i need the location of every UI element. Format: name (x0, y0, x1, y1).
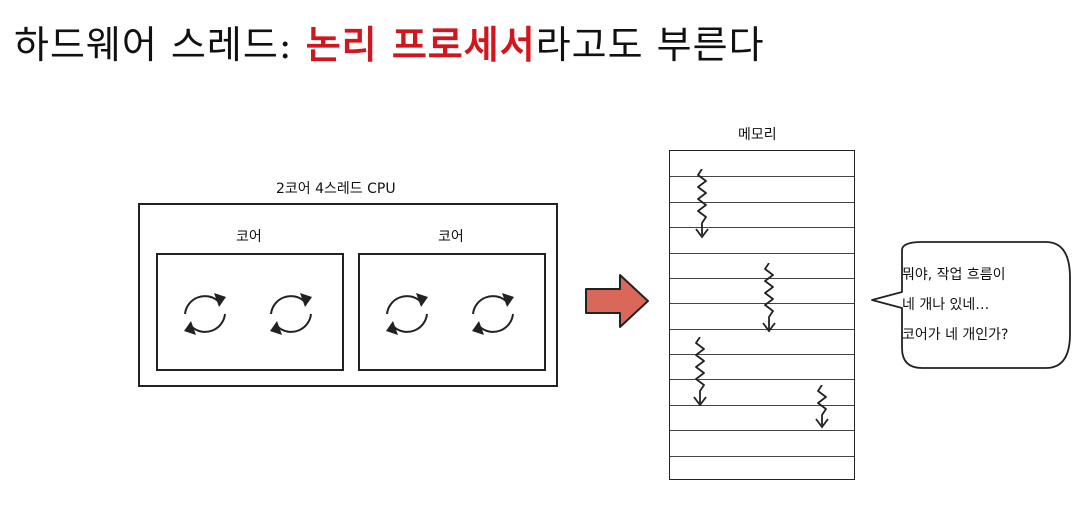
speech-line: 코어가 네 개인가? (902, 327, 1009, 343)
speech-bubble-outline (871, 241, 1071, 369)
core-box-1 (156, 253, 344, 371)
memory-row-line (670, 253, 854, 254)
speech-bubble-text: 뭐야, 작업 흐름이 네 개나 있네… 코어가 네 개인가? (902, 260, 1009, 350)
memory-row-line (670, 303, 854, 304)
execution-flow-arrow-icon (762, 263, 776, 333)
thread-cycle-icon (374, 281, 440, 347)
core-box-2 (358, 253, 546, 371)
speech-line: 네 개나 있네… (902, 297, 990, 313)
memory-row-line (670, 379, 854, 380)
core-label-2: 코어 (438, 229, 464, 245)
memory-label: 메모리 (738, 127, 777, 143)
memory-row-line (670, 176, 854, 177)
memory-row-line (670, 430, 854, 431)
memory-row-line (670, 202, 854, 203)
memory-row-line (670, 405, 854, 406)
memory-row-line (670, 456, 854, 457)
thread-cycle-icon (460, 281, 526, 347)
core-label-1: 코어 (236, 229, 262, 245)
page-title: 하드웨어 스레드: 논리 프로세서라고도 부른다 (14, 14, 765, 69)
cpu-label: 2코어 4스레드 CPU (276, 181, 396, 197)
title-prefix: 하드웨어 스레드: (14, 23, 306, 67)
speech-bubble: 뭐야, 작업 흐름이 네 개나 있네… 코어가 네 개인가? (862, 238, 1074, 373)
title-highlight: 논리 프로세서 (305, 23, 536, 67)
speech-line: 뭐야, 작업 흐름이 (902, 267, 1006, 283)
memory-block (669, 150, 855, 480)
arrow-right-icon (585, 274, 649, 328)
thread-cycle-icon (258, 281, 324, 347)
execution-flow-arrow-icon (815, 385, 829, 429)
thread-cycle-icon (172, 281, 238, 347)
memory-row-line (670, 227, 854, 228)
execution-flow-arrow-icon (693, 337, 707, 407)
memory-row-line (670, 354, 854, 355)
memory-row-line (670, 278, 854, 279)
memory-row-line (670, 329, 854, 330)
title-suffix: 라고도 부른다 (535, 23, 765, 67)
execution-flow-arrow-icon (695, 169, 709, 239)
cpu-box: 코어 코어 (138, 203, 558, 387)
